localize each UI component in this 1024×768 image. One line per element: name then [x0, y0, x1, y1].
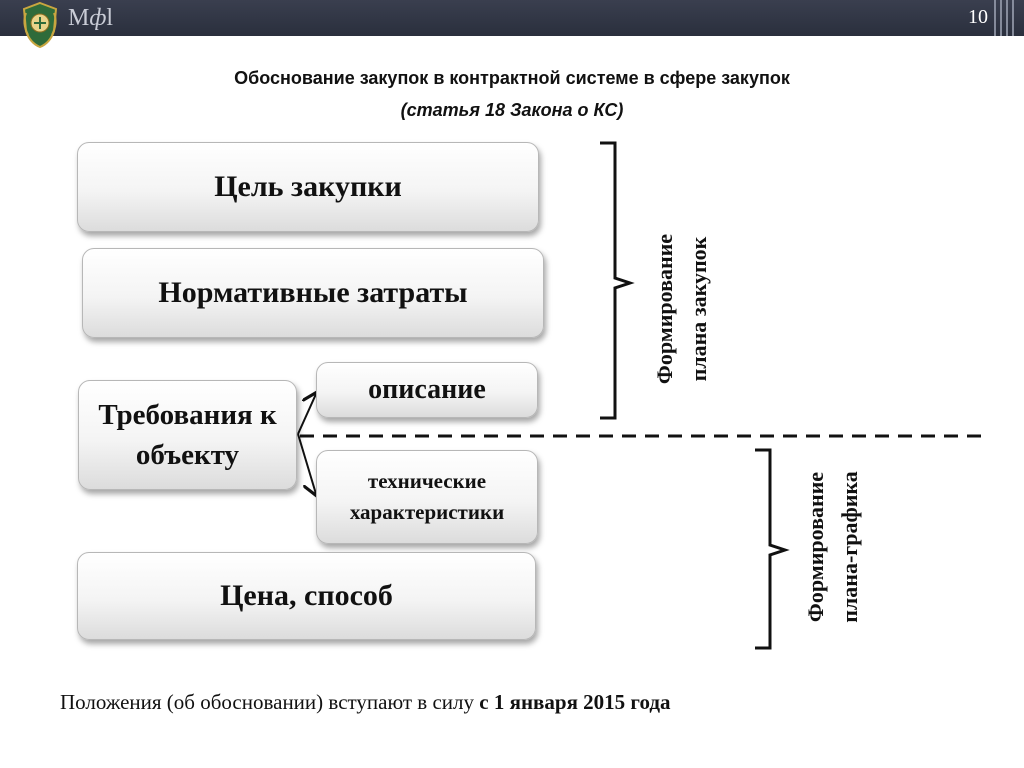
logo-text: Мфl — [68, 5, 114, 31]
arrow-to-description — [297, 394, 316, 435]
ministry-emblem-icon — [22, 1, 58, 49]
slide-number: 10 — [968, 6, 988, 28]
goal-box: Цель закупки — [77, 142, 539, 232]
slide-subtitle: (статья 18 Закона о КС) — [400, 100, 624, 120]
slide-title: Обоснование закупок в контрактной систем… — [234, 68, 790, 88]
requirements-box: Требования к объекту — [78, 380, 297, 490]
schedule-bracket — [755, 448, 790, 650]
footer-note: Положения (об обосновании) вступают в си… — [60, 690, 671, 714]
top-bar: Мфl 10 — [0, 0, 1024, 49]
plan-bracket — [600, 141, 635, 420]
plan-of-purchases-label: Формирование плана закупок — [652, 233, 711, 385]
arrow-to-technical — [297, 433, 316, 494]
normative-costs-box: Нормативные затраты — [82, 248, 544, 338]
corner-stripes-decoration — [994, 0, 1018, 36]
description-box: описание — [316, 362, 538, 418]
schedule-plan-label: Формирование плана-графика — [803, 471, 862, 623]
technical-characteristics-box: технические характеристики — [316, 450, 538, 544]
price-method-box: Цена, способ — [77, 552, 536, 640]
